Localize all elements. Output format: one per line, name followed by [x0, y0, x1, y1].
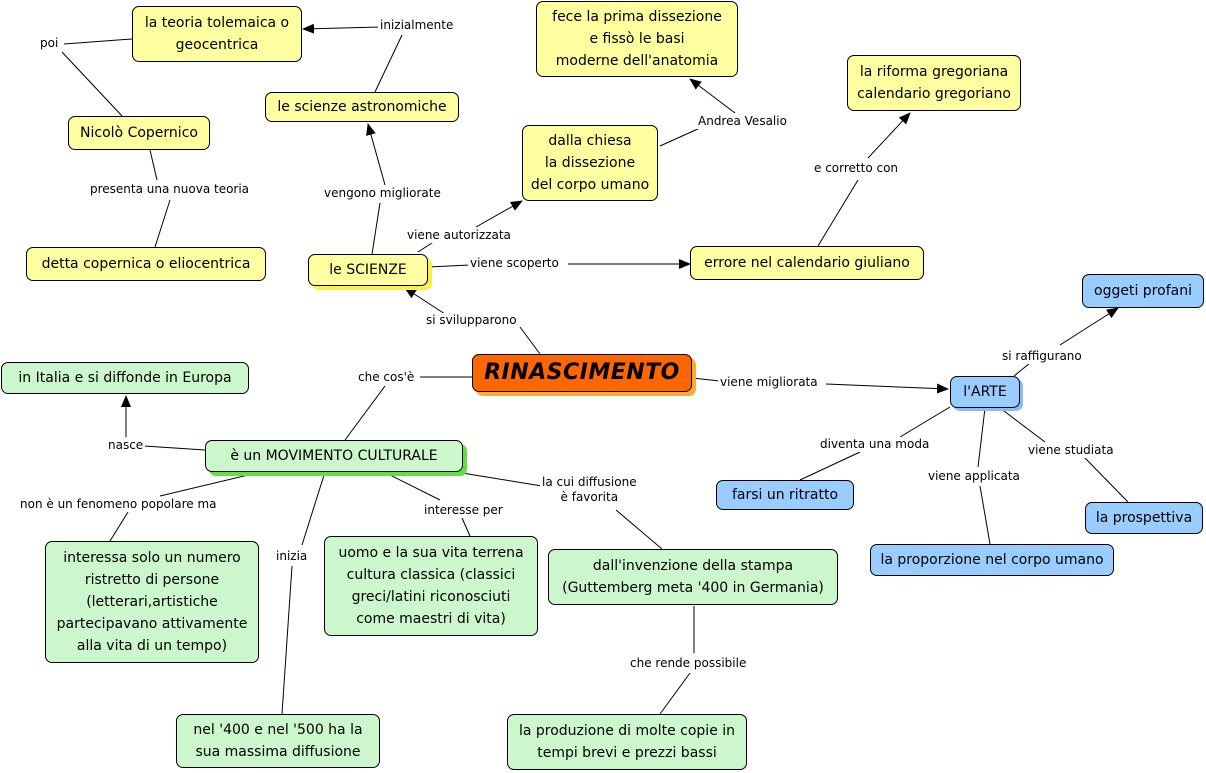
node-errore-calendario[interactable]: errore nel calendario giuliano [690, 246, 924, 280]
node-oggetti-profani[interactable]: oggeti profani [1082, 274, 1204, 308]
connector-line [379, 469, 441, 501]
link-label-si-svilupparono: si svilupparono [424, 313, 519, 328]
node-dissezione-corpo[interactable]: dalla chiesa la dissezione del corpo uma… [522, 125, 658, 201]
connector-line [519, 326, 541, 355]
connector-line [475, 200, 523, 228]
link-label-vengono-migliorate: vengono migliorate [322, 186, 443, 201]
link-label-viene-migliorata: viene migliorata [718, 375, 820, 390]
connector-line [1084, 457, 1129, 503]
node-prima-dissezione[interactable]: fece la prima dissezione e fissò le basi… [536, 1, 738, 77]
connector-line [61, 51, 123, 117]
connector-line [867, 112, 911, 159]
link-label-si-raffigurano: si raffigurano [1000, 349, 1084, 364]
node-riforma-gregoriana[interactable]: la riforma gregoriana calendario gregori… [847, 55, 1021, 111]
node-uomo-cultura[interactable]: uomo e la sua vita terrena cultura class… [324, 536, 538, 636]
node-rinascimento[interactable]: RINASCIMENTO [472, 354, 692, 392]
connector-line [999, 407, 1046, 443]
node-movimento-culturale[interactable]: è un MOVIMENTO CULTURALE [205, 440, 463, 472]
link-label-fenomeno-popolare: non è un fenomeno popolare ma [18, 497, 219, 512]
link-label-viene-autorizzata: viene autorizzata [405, 228, 513, 243]
node-prospettiva[interactable]: la prospettiva [1085, 502, 1203, 534]
link-label-che-cose: che cos'è [356, 370, 417, 385]
connector-line [1059, 307, 1119, 346]
connector-line [615, 509, 663, 550]
link-label-viene-scoperto: viene scoperto [468, 256, 561, 271]
connector-line [301, 471, 326, 546]
connector-line [689, 78, 736, 114]
link-label-interesse-per: interesse per [422, 503, 505, 518]
link-label-corretto-con: e corretto con [812, 161, 901, 176]
connector-line [281, 565, 293, 715]
node-scienze-astronomiche[interactable]: le scienze astronomiche [265, 92, 459, 122]
connector-line [659, 127, 701, 147]
link-label-diventa-una-moda: diventa una moda [818, 437, 932, 452]
connector-line [154, 199, 171, 248]
connector-line [461, 472, 543, 487]
node-l-arte[interactable]: l'ARTE [950, 376, 1020, 408]
link-label-nasce: nasce [106, 438, 146, 453]
connector-line [427, 264, 471, 268]
link-label-presenta: presenta una nuova teoria [88, 182, 252, 197]
link-label-andrea-vesalio: Andrea Vesalio [696, 114, 789, 129]
link-label-diffusione: la cui diffusione è favorita [540, 475, 639, 505]
connector-line [899, 406, 951, 438]
node-teoria-tolemaica[interactable]: la teoria tolemaica o geocentrica [132, 6, 302, 62]
connector-line [404, 287, 446, 315]
connector-line [461, 517, 471, 537]
connector-line [799, 451, 861, 481]
node-italia-europa[interactable]: in Italia e si diffonde in Europa [1, 362, 249, 394]
connector-line [825, 383, 949, 394]
connector-line [977, 407, 986, 468]
node-niccolo-copernico[interactable]: Nicolò Copernico [68, 116, 210, 150]
connector-line [63, 38, 133, 45]
connector-line [159, 470, 266, 497]
connector-line [149, 149, 158, 181]
node-produzione-copie[interactable]: la produzione di molte copie in tempi br… [507, 714, 747, 770]
connector-line [691, 377, 721, 382]
node-invenzione-stampa[interactable]: dall'invenzione della stampa (Guttemberg… [548, 549, 838, 605]
node-quattrocento[interactable]: nel '400 e nel '500 ha la sua massima di… [176, 714, 380, 768]
connector-line [109, 511, 129, 542]
connector-line [143, 445, 206, 451]
connector-line [344, 385, 386, 441]
connector-line [366, 123, 386, 186]
link-label-poi: poi [38, 36, 61, 51]
connector-line [302, 23, 381, 34]
node-ristretto[interactable]: interessa solo un numero ristretto di pe… [45, 541, 259, 663]
connector-line [374, 34, 403, 93]
node-copernicana[interactable]: detta copernica o eliocentrica [26, 247, 266, 281]
link-label-inizialmente: inizialmente [378, 18, 456, 33]
connector-line [659, 672, 691, 715]
connector-line [979, 485, 991, 545]
link-label-rende-possibile: che rende possibile [628, 656, 749, 671]
node-proporzione[interactable]: la proporzione nel corpo umano [870, 544, 1114, 576]
connector-line [1013, 362, 1031, 377]
node-ritratto[interactable]: farsi un ritratto [716, 480, 854, 510]
node-le-scienze[interactable]: le SCIENZE [308, 254, 428, 286]
connector-line [817, 179, 859, 247]
connector-line [371, 202, 381, 255]
link-label-viene-studiata: viene studiata [1026, 443, 1116, 458]
link-label-inizia: inizia [274, 549, 310, 564]
link-label-viene-applicata: viene applicata [926, 469, 1022, 484]
